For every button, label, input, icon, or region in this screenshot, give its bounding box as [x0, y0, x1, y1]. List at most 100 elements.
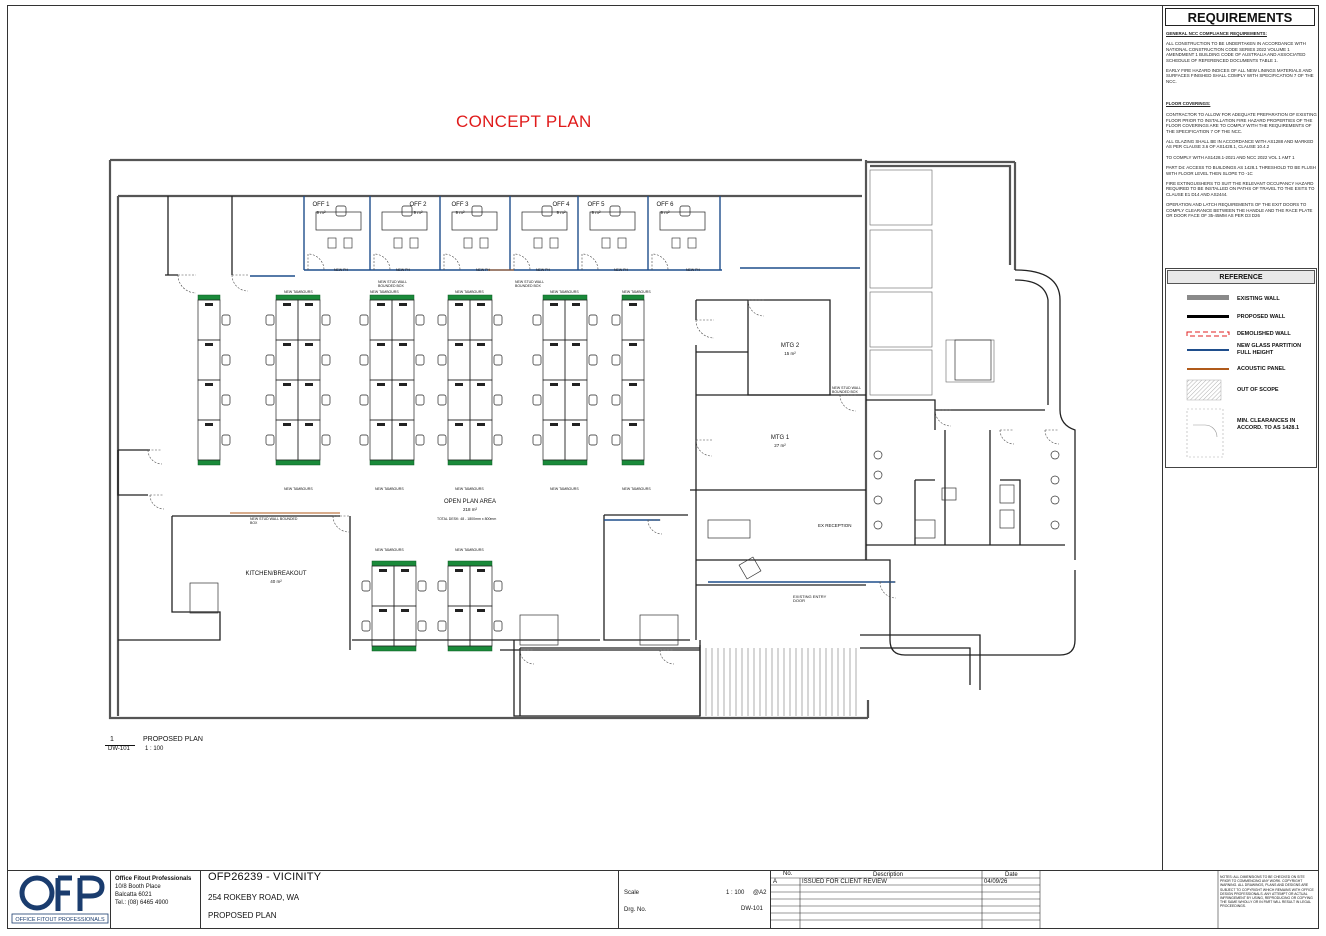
room-name: OFF 1 — [312, 202, 330, 208]
tambour-label: NEW TAMBOURS — [370, 290, 399, 294]
room-name: OFF 5 — [587, 202, 605, 208]
open-plan-desk-note: TOTAL DESK: 48 - 1800mm x 800mm — [437, 517, 497, 521]
door-swing — [999, 429, 1015, 445]
desk-chair — [532, 394, 542, 406]
desk-chair — [415, 394, 425, 406]
legend-swatch-proposed — [1187, 315, 1229, 318]
drg-no-label: Drg. No. — [624, 907, 647, 913]
monitor — [572, 423, 580, 426]
monitor — [572, 343, 580, 346]
desk-chair — [588, 434, 598, 446]
room-name: KITCHEN/BREAKOUT — [245, 571, 307, 577]
tambour-planter — [621, 459, 645, 466]
legend-label-acoustic: ACOUSTIC PANEL — [1237, 366, 1286, 372]
monitor — [399, 343, 407, 346]
req-paragraph: ALL GLAZING SHALL BE IN ACCORDANCE WITH … — [1166, 139, 1314, 150]
room-area: 9 m² — [591, 210, 601, 215]
door-swing — [147, 449, 163, 465]
door-swing — [519, 649, 535, 665]
desk-chair — [493, 314, 503, 326]
new-ph-label: NEW PH — [686, 268, 700, 272]
desk-chair — [493, 354, 503, 366]
new-ph-label: NEW PH — [614, 268, 628, 272]
door-swing — [659, 649, 675, 665]
tambour-planter — [275, 459, 321, 466]
door-swing — [695, 319, 715, 339]
company-address1: 10/8 Booth Place — [115, 884, 161, 890]
office-desk — [381, 211, 428, 231]
door-swing — [647, 519, 663, 535]
visitor-chair — [393, 237, 403, 249]
scale-label: Scale — [624, 890, 640, 896]
rev-row-no: A — [773, 879, 778, 885]
requirements-section-floor: FLOOR COVERINGS: CONTRACTOR TO ALLOW FOR… — [1166, 101, 1318, 219]
tambour-label: NEW TAMBOURS — [455, 548, 484, 552]
monitor — [629, 423, 637, 426]
tambour-label: NEW TAMBOURS — [622, 487, 651, 491]
monitor — [377, 343, 385, 346]
desk-chair — [437, 314, 447, 326]
desk-chair — [588, 354, 598, 366]
logo-subtitle: OFFICE FITOUT PROFESSIONALS — [15, 917, 105, 923]
monitor — [205, 383, 213, 386]
door-swing — [332, 515, 350, 533]
desk-chair — [359, 434, 369, 446]
desk — [391, 419, 415, 461]
req-paragraph: ALL CONSTRUCTION TO BE UNDERTAKEN IN ACC… — [1166, 41, 1306, 63]
monitor — [305, 423, 313, 426]
room-label-reception: EX RECEPTION — [818, 523, 852, 528]
drawing-sheet-border — [7, 5, 1319, 929]
office-desk — [315, 211, 362, 231]
desk-chair — [437, 394, 447, 406]
project-address: 254 ROKEBY ROAD, WA — [208, 893, 300, 902]
desk-chair — [321, 434, 331, 446]
tambour-planter — [447, 645, 493, 652]
legend-swatch-out-of-scope — [1186, 379, 1222, 401]
legend-label-glass: NEW GLASS PARTITION FULL HEIGHT — [1237, 343, 1302, 356]
tambour-planter — [447, 560, 493, 567]
revision-table — [770, 871, 1219, 929]
monitor — [477, 569, 485, 572]
desk-chair — [611, 354, 621, 366]
existing-walls — [108, 158, 1017, 720]
rev-row-description: ISSUED FOR CLIENT REVIEW — [802, 879, 887, 885]
room-name: OPEN PLAN AREA — [443, 499, 497, 505]
monitor — [205, 303, 213, 306]
office-chair — [471, 205, 483, 217]
tambour-planter — [197, 459, 221, 466]
desk-chair — [265, 314, 275, 326]
legend-label-demolished: DEMOLISHED WALL — [1237, 331, 1291, 337]
desk-chair — [265, 354, 275, 366]
visitor-chair — [479, 237, 489, 249]
monitor — [305, 343, 313, 346]
reference-legend — [1165, 268, 1317, 468]
tambour-planter — [371, 560, 417, 567]
desk-chair — [221, 394, 231, 406]
office-door-swing — [307, 253, 325, 271]
office-chair — [679, 205, 691, 217]
page-title: CONCEPT PLAN — [456, 112, 592, 131]
desk-chair — [588, 394, 598, 406]
office-door-swing — [651, 253, 669, 271]
stud-wall-label: NEW STUD WALL BOUNDED BOX — [250, 517, 298, 525]
desk-chair — [611, 314, 621, 326]
desk-chair — [493, 580, 503, 592]
acoustic-panels — [230, 269, 514, 514]
legend-door-swing — [1193, 424, 1218, 438]
monitor — [550, 303, 558, 306]
tambour-planter — [369, 459, 415, 466]
desk — [469, 605, 493, 647]
visitor-chair — [687, 237, 697, 249]
monitor — [401, 609, 409, 612]
room-area: 40 m² — [270, 579, 282, 584]
door-swing — [231, 274, 249, 292]
desk-chair — [321, 394, 331, 406]
desk-chair — [221, 314, 231, 326]
req-heading-general: GENERAL NCC COMPLIANCE REQUIREMENTS: — [1166, 31, 1267, 36]
monitor — [572, 383, 580, 386]
